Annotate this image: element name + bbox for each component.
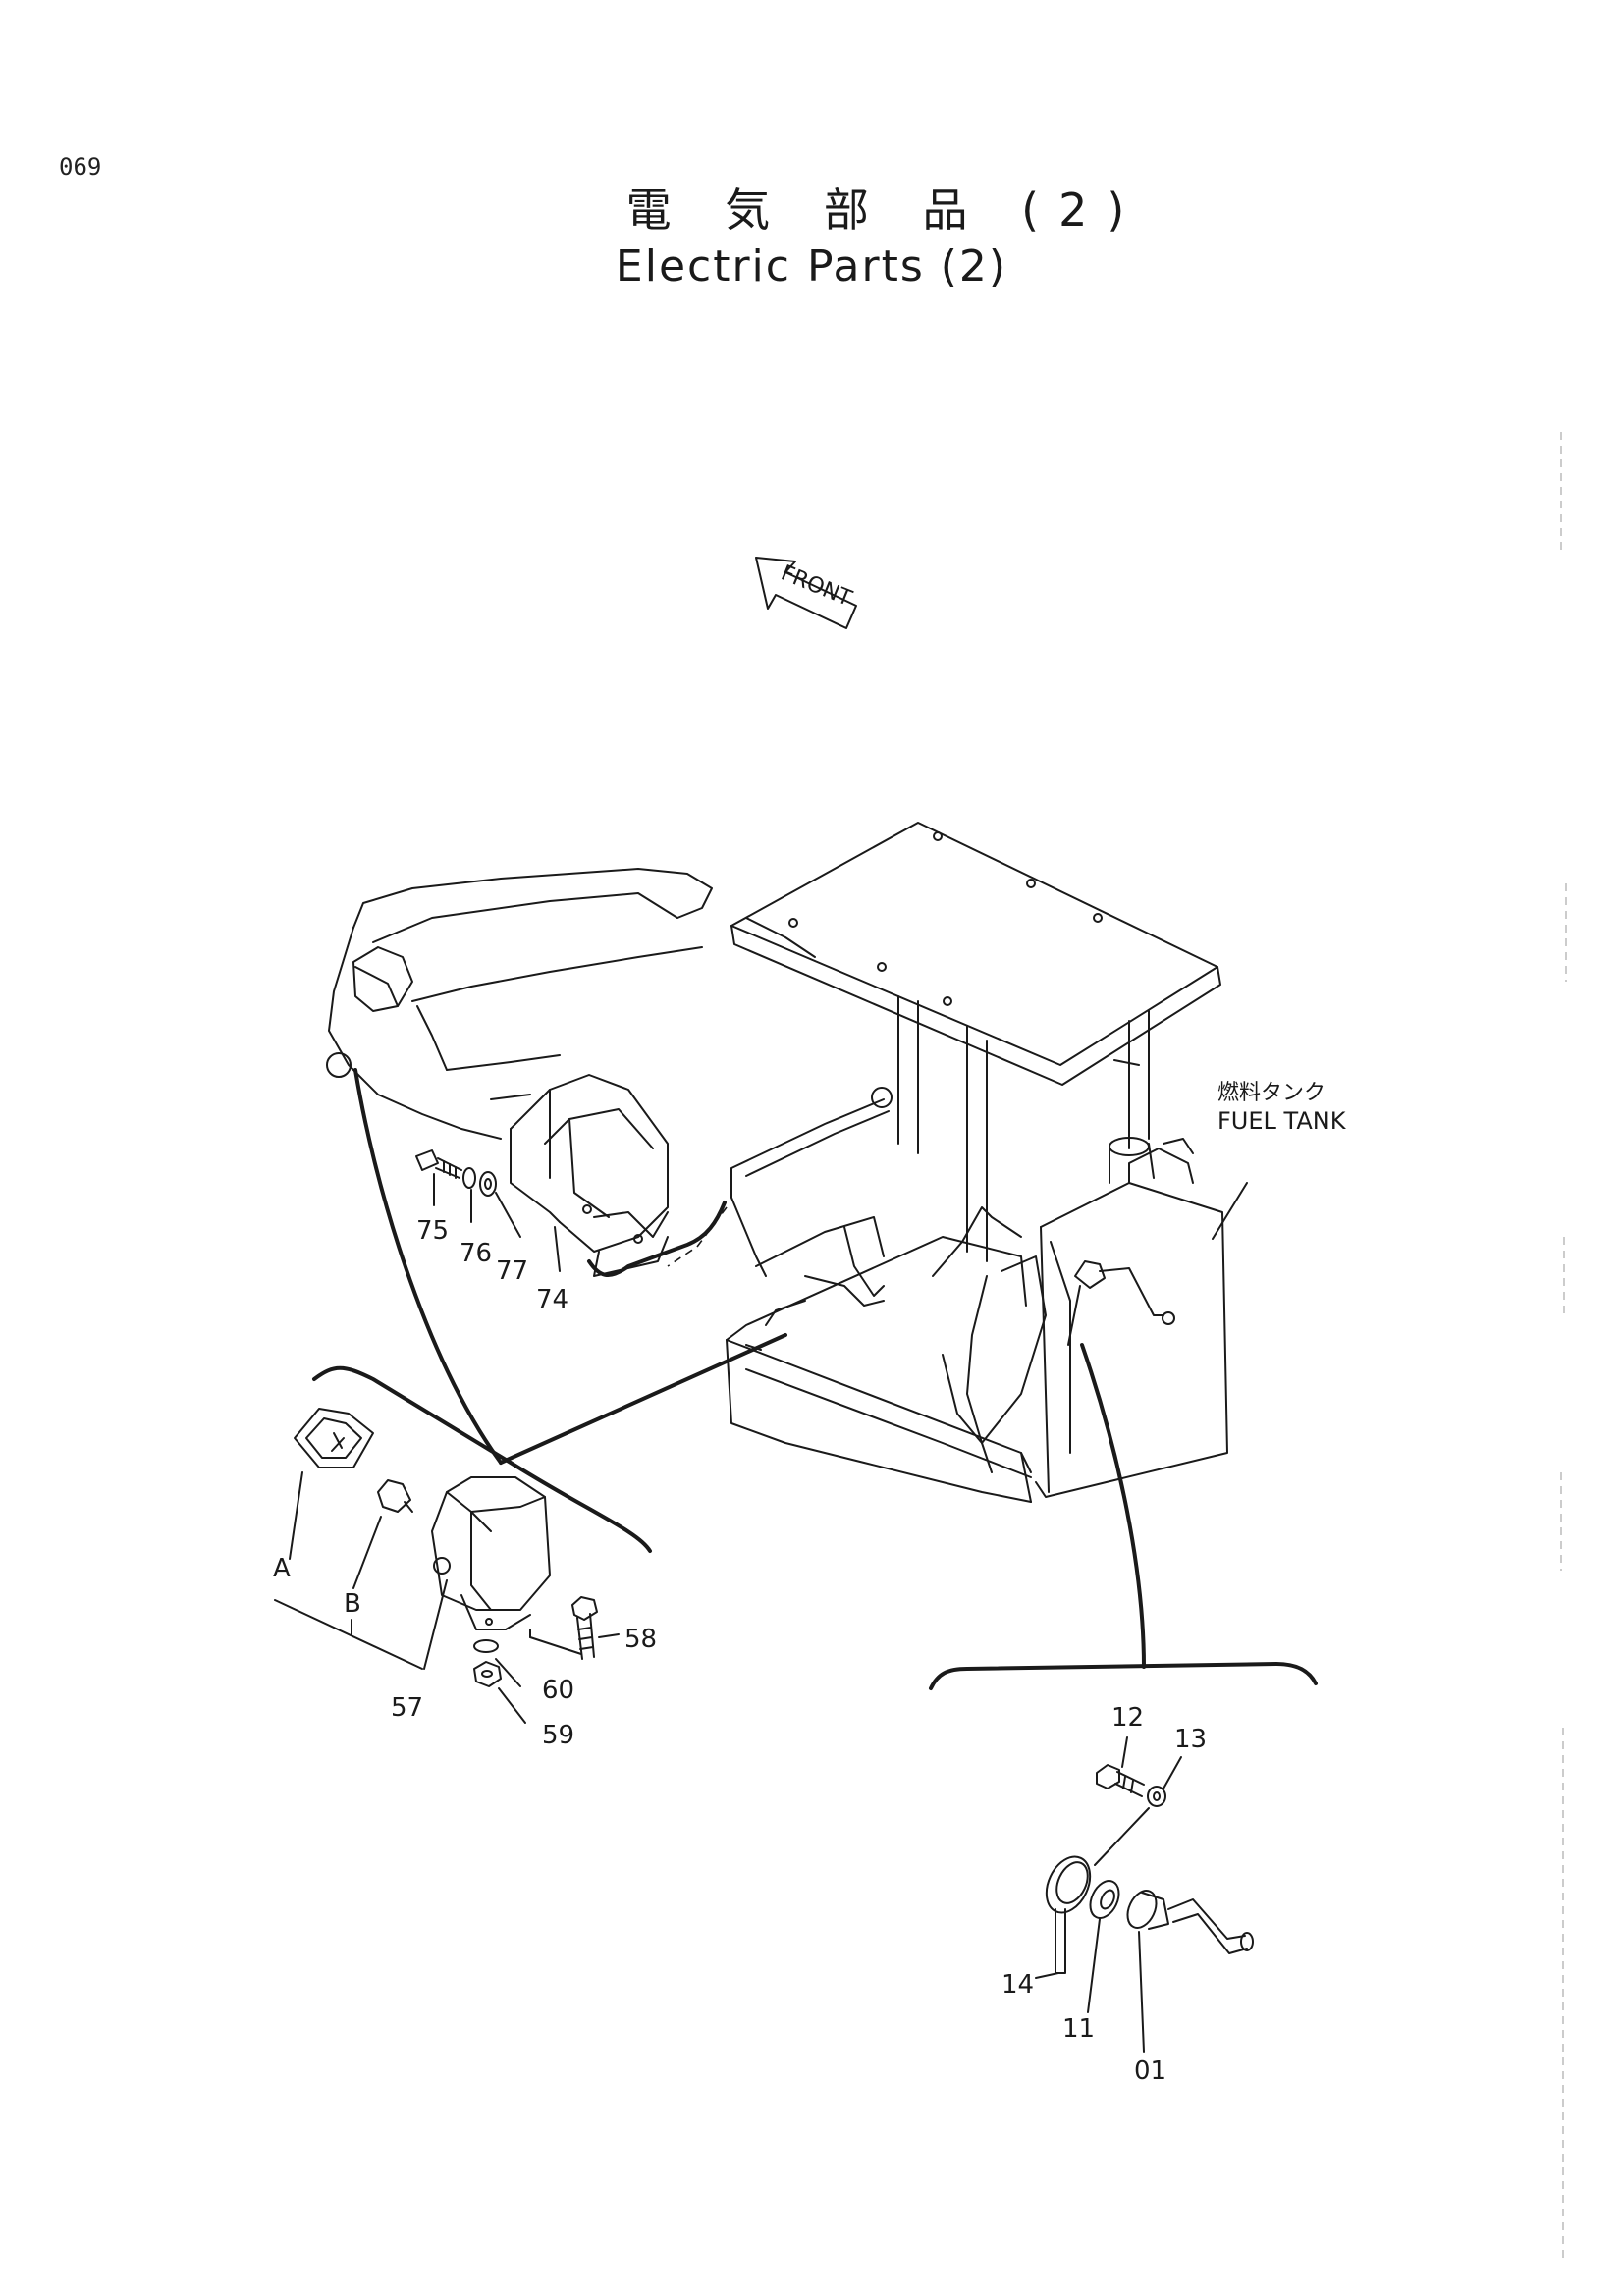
front-arrow: FRONT	[755, 557, 857, 629]
callout-labels: 75 76 77 74 A B 57 58 60 59 12 13 14 11 …	[273, 1216, 1207, 2086]
callout-60: 60	[542, 1676, 574, 1705]
fuel-tank-label-jp: 燃料タンク	[1217, 1081, 1325, 1105]
callout-A: A	[273, 1554, 291, 1583]
work-lamp-detail	[274, 1408, 620, 1724]
callout-57: 57	[391, 1693, 423, 1723]
fuel-level-gauge-installed	[1067, 1260, 1175, 1346]
callout-76: 76	[460, 1239, 492, 1268]
lamp-bracket-detail	[415, 1074, 728, 1277]
page-number: 069	[59, 153, 102, 181]
chassis-piping	[730, 1087, 893, 1326]
callout-11: 11	[1062, 2014, 1095, 2044]
cab-canopy	[730, 822, 1221, 1262]
fuel-tank-label-en: FUEL TANK	[1217, 1107, 1347, 1135]
fuel-gauge-detail	[1035, 1736, 1254, 2053]
callout-12: 12	[1111, 1703, 1144, 1733]
callout-59: 59	[542, 1721, 574, 1750]
detail-connectors	[312, 1068, 1318, 1690]
title-block: 電 気 部 品 (2) Electric Parts (2)	[0, 175, 1623, 292]
boom-work-lamp	[326, 946, 413, 1078]
callout-01: 01	[1134, 2056, 1166, 2086]
lower-chassis	[726, 1206, 1032, 1503]
fuel-tank-callout: 燃料タンク FUEL TANK	[1212, 1081, 1347, 1240]
callout-58: 58	[624, 1625, 657, 1654]
callout-77: 77	[496, 1256, 528, 1286]
callout-75: 75	[416, 1216, 449, 1246]
title-japanese: 電 気 部 品 (2)	[625, 184, 1145, 237]
upper-frame	[328, 868, 713, 1140]
callout-14: 14	[1001, 1970, 1034, 2000]
callout-74: 74	[536, 1285, 568, 1314]
scan-edge-marks	[1560, 432, 1567, 2258]
title-english: Electric Parts (2)	[615, 241, 1008, 292]
front-arrow-label: FRONT	[778, 561, 856, 613]
callout-B: B	[344, 1589, 361, 1619]
fuel-tank	[966, 1137, 1228, 1498]
callout-13: 13	[1174, 1725, 1207, 1754]
